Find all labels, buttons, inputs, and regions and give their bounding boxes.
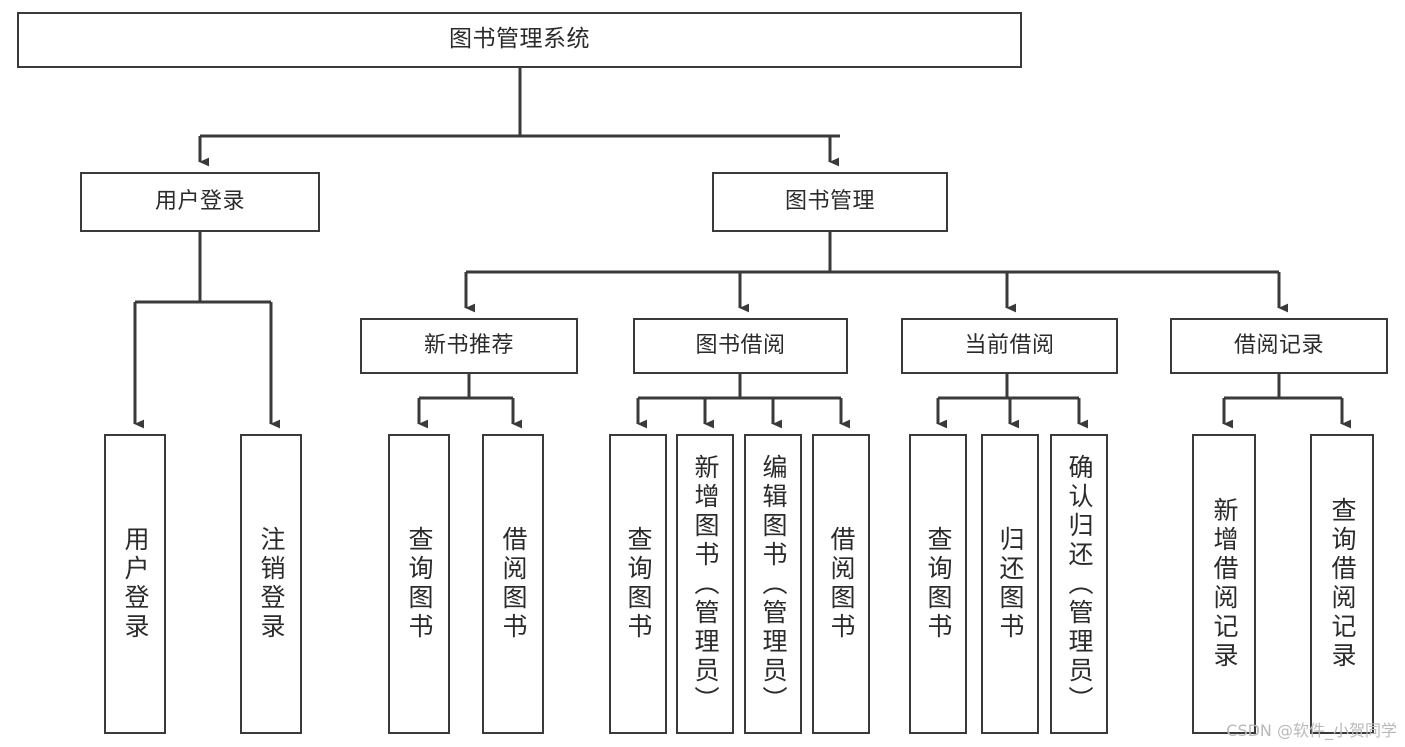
node-leaf-add-record-label: 新增借阅记录 [1210, 497, 1239, 671]
node-user-login-label: 用户登录 [154, 189, 245, 215]
node-leaf-borrow-book-1[interactable]: 借阅图书 [482, 434, 544, 734]
node-leaf-query-book-2-label: 查询图书 [624, 526, 653, 642]
node-leaf-add-record[interactable]: 新增借阅记录 [1192, 434, 1256, 734]
node-book-borrow[interactable]: 图书借阅 [633, 318, 848, 374]
node-leaf-return-book[interactable]: 归还图书 [981, 434, 1039, 734]
node-leaf-borrow-book-2-label: 借阅图书 [827, 526, 856, 642]
node-leaf-return-book-label: 归还图书 [996, 526, 1025, 642]
node-leaf-query-book-3[interactable]: 查询图书 [909, 434, 967, 734]
node-leaf-confirm-return-label: 确认归还（管理员） [1065, 453, 1094, 715]
node-leaf-logout-label: 注销登录 [257, 526, 286, 642]
node-borrow-record-label: 借阅记录 [1233, 333, 1324, 359]
node-book-manage-label: 图书管理 [784, 189, 875, 215]
node-new-book-recommendation[interactable]: 新书推荐 [360, 318, 578, 374]
node-leaf-edit-book[interactable]: 编辑图书（管理员） [744, 434, 802, 734]
node-leaf-confirm-return[interactable]: 确认归还（管理员） [1050, 434, 1108, 734]
node-new-book-recommendation-label: 新书推荐 [423, 333, 514, 359]
node-leaf-add-book-label: 新增图书（管理员） [691, 453, 720, 715]
node-leaf-query-book-1-label: 查询图书 [405, 526, 434, 642]
node-leaf-query-book-1[interactable]: 查询图书 [388, 434, 450, 734]
node-leaf-logout[interactable]: 注销登录 [240, 434, 302, 734]
node-leaf-user-login[interactable]: 用户登录 [104, 434, 166, 734]
node-leaf-query-record[interactable]: 查询借阅记录 [1310, 434, 1374, 734]
node-current-borrow-label: 当前借阅 [964, 333, 1055, 359]
node-book-borrow-label: 图书借阅 [695, 333, 786, 359]
node-book-manage[interactable]: 图书管理 [712, 172, 948, 232]
node-leaf-user-login-label: 用户登录 [121, 526, 150, 642]
node-leaf-borrow-book-1-label: 借阅图书 [499, 526, 528, 642]
node-leaf-edit-book-label: 编辑图书（管理员） [759, 453, 788, 715]
node-leaf-query-book-2[interactable]: 查询图书 [609, 434, 667, 734]
node-leaf-add-book[interactable]: 新增图书（管理员） [676, 434, 734, 734]
node-root-label: 图书管理系统 [449, 26, 590, 53]
node-leaf-borrow-book-2[interactable]: 借阅图书 [812, 434, 870, 734]
node-current-borrow[interactable]: 当前借阅 [901, 318, 1118, 374]
node-leaf-query-record-label: 查询借阅记录 [1328, 497, 1357, 671]
node-leaf-query-book-3-label: 查询图书 [924, 526, 953, 642]
node-borrow-record[interactable]: 借阅记录 [1170, 318, 1388, 374]
node-user-login[interactable]: 用户登录 [80, 172, 320, 232]
csdn-watermark: CSDN @软件_小贺同学 [1226, 721, 1397, 740]
node-root[interactable]: 图书管理系统 [17, 12, 1022, 68]
